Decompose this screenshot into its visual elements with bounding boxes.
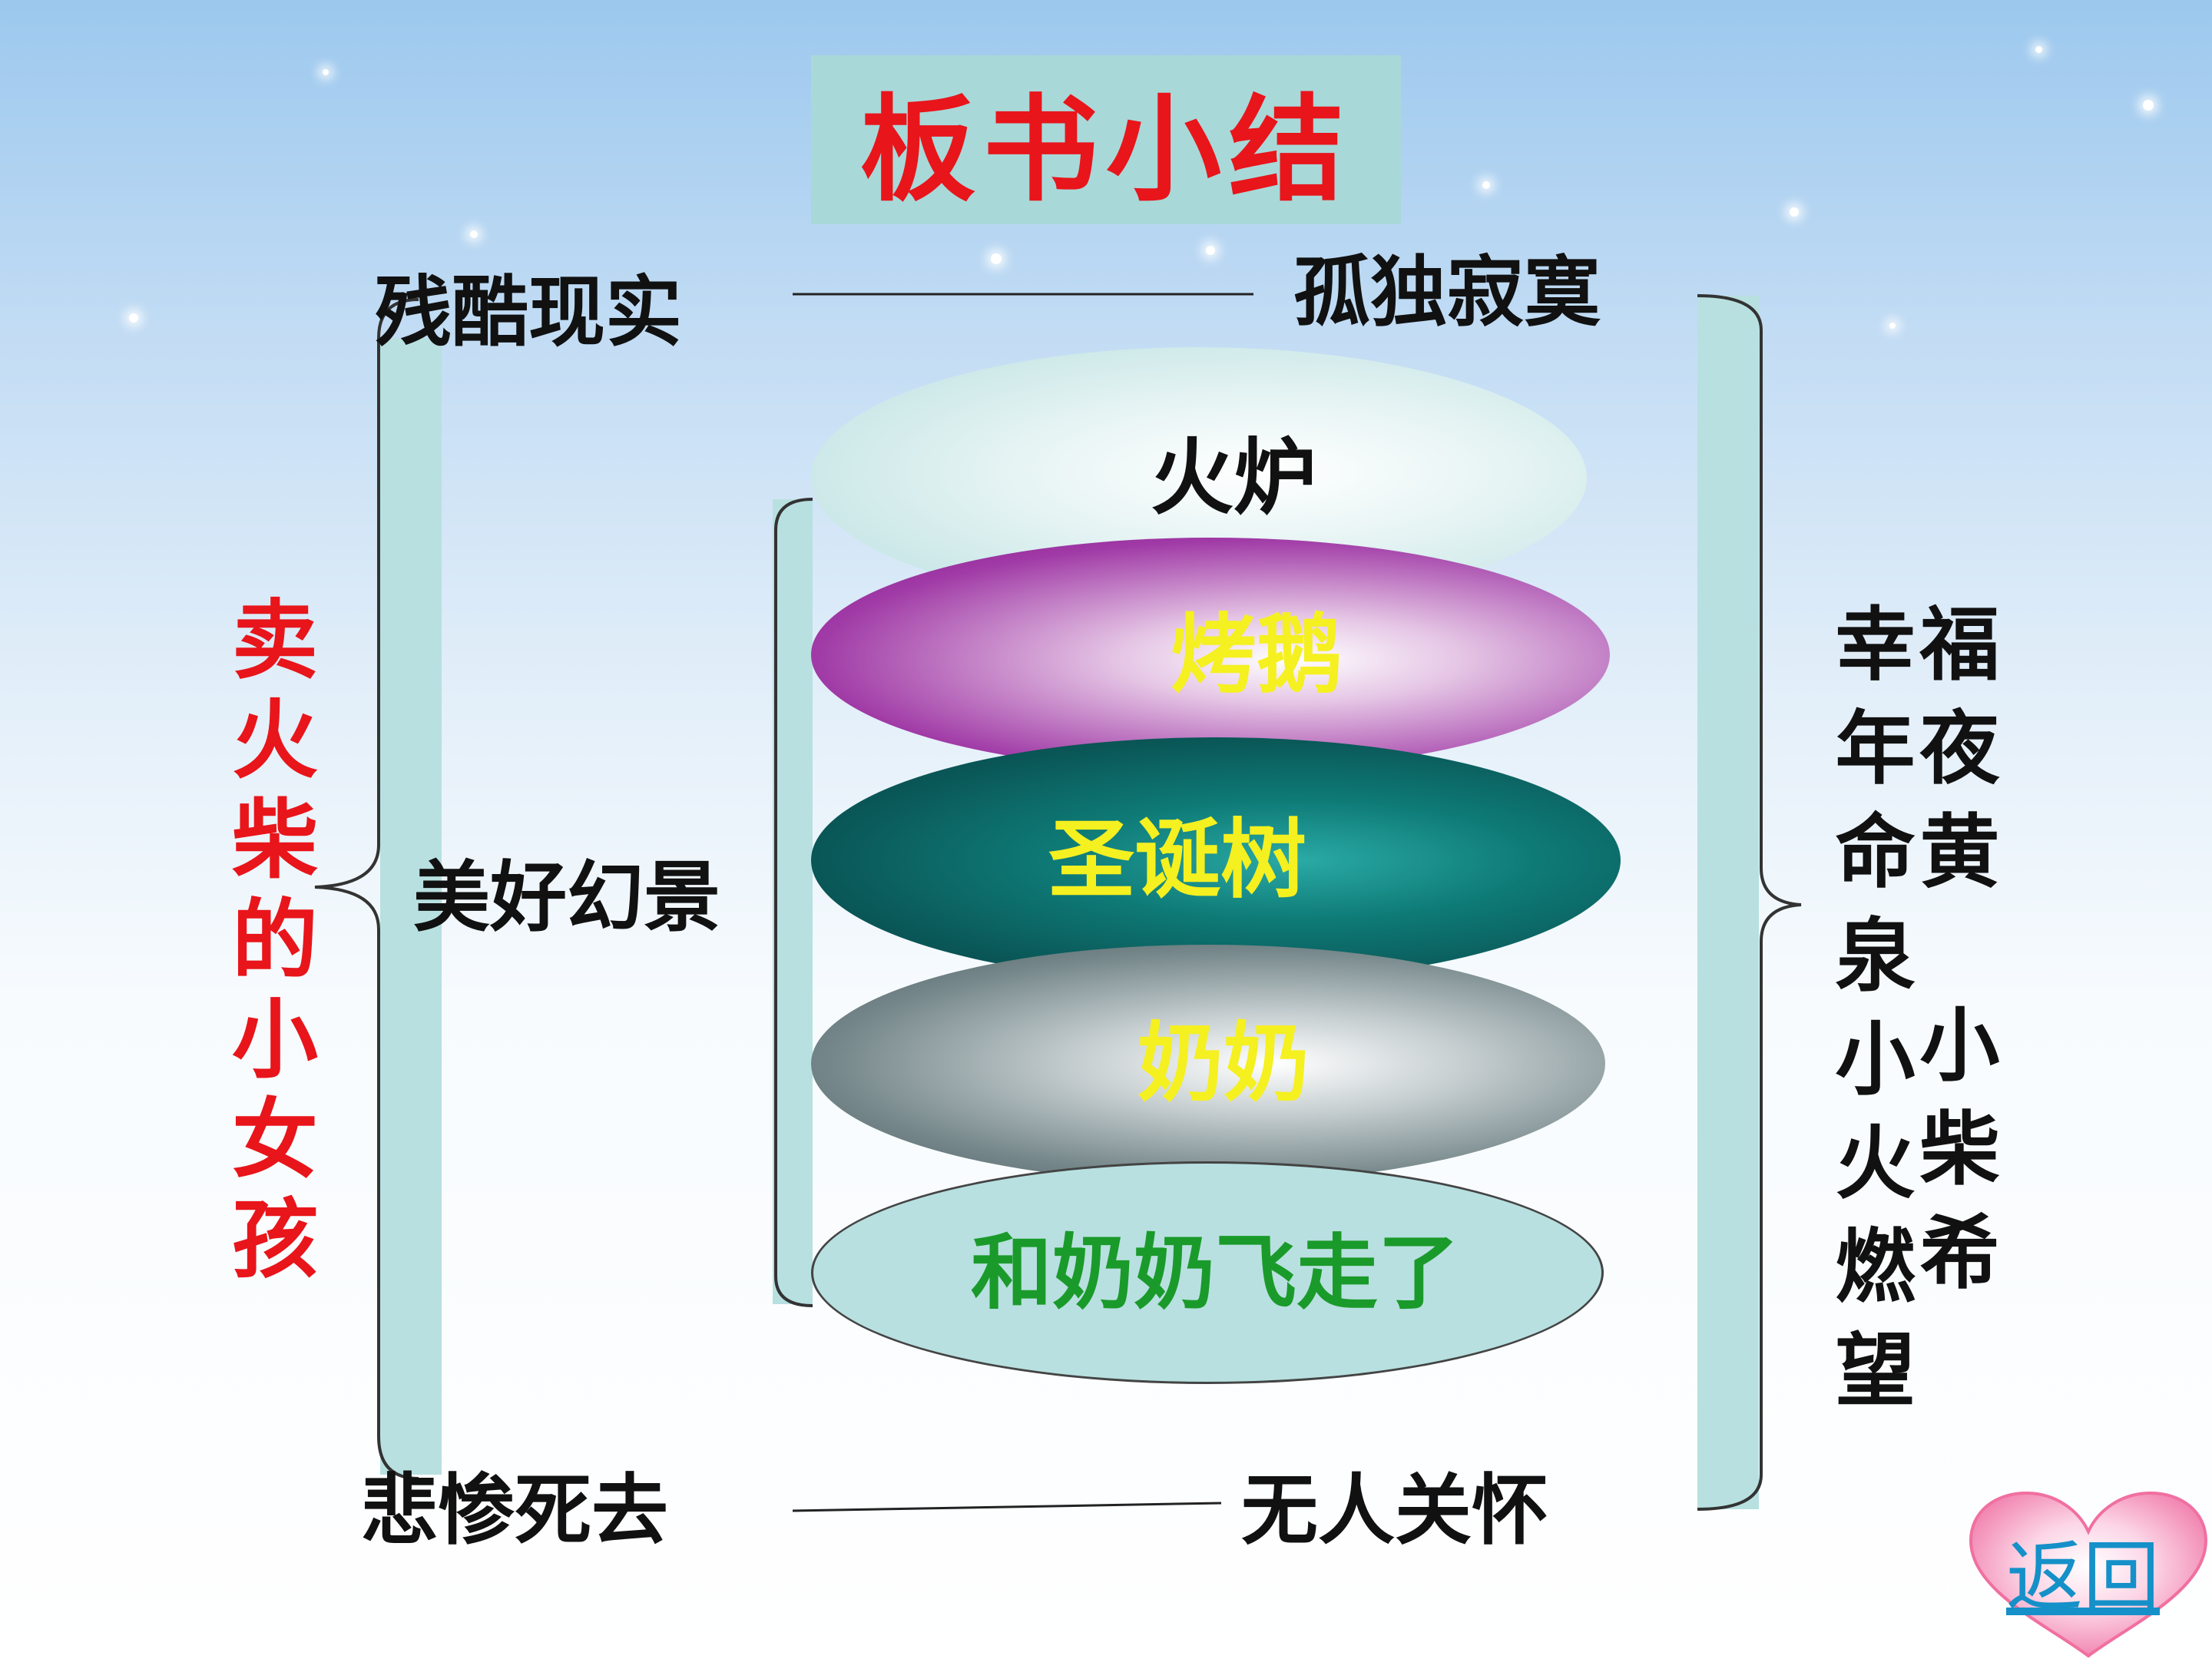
bottom-connector-line [792,1502,1222,1512]
sparkle [1889,323,1896,329]
vision-text-grandma: 奶奶 [1137,1013,1310,1114]
label-top-right: 孤独寂寞 [1293,247,1601,337]
middle-bracket-bar [773,499,813,1304]
title-box [811,55,1401,224]
vision-text-christmas-tree: 圣诞树 [1048,810,1306,910]
left-bracket-bar [380,338,442,1475]
middle-bracket [774,498,813,1307]
right-column-3: 小柴希 [1906,1003,2000,1314]
vision-text-fly-away: 和奶奶飞走了 [971,1224,1459,1320]
sparkle [2143,100,2154,111]
label-bottom-left: 悲惨死去 [361,1465,668,1555]
sparkle [470,230,478,238]
vision-text-fire: 火炉 [1150,429,1316,526]
sparkle [323,69,329,75]
vision-text-roast-goose: 烤鹅 [1171,604,1343,705]
sparkle [1206,246,1215,255]
back-button-label[interactable]: 返回 [2006,1532,2160,1622]
right-bracket-bar [1697,296,1759,1509]
sparkle [1482,181,1490,189]
label-top-left: 残酷现实 [375,267,682,357]
sparkle [129,313,138,323]
back-button[interactable]: 返回 [1963,1487,2212,1659]
vision-ellipse-grandma [811,945,1605,1183]
vision-ellipse-fly-away [811,1161,1604,1384]
page-title: 板书小结 [859,81,1352,217]
vision-ellipse-roast-goose [811,538,1610,772]
vision-ellipse-christmas-tree [811,737,1621,983]
main-subject: 卖火柴的小女孩 [217,594,318,1293]
left-curly-brace [314,298,419,1480]
right-column-2: 幸年命泉小火燃望 [1821,602,1916,1432]
right-column-1: 福夜黄 [1906,602,2000,913]
sparkle [1790,207,1799,217]
label-bottom-right: 无人关怀 [1241,1465,1548,1555]
heart-icon [1969,1491,2208,1658]
label-middle-left: 美好幻景 [413,852,720,942]
right-curly-brace [1697,294,1802,1511]
sparkle [2035,46,2042,53]
sparkle [991,253,1002,264]
